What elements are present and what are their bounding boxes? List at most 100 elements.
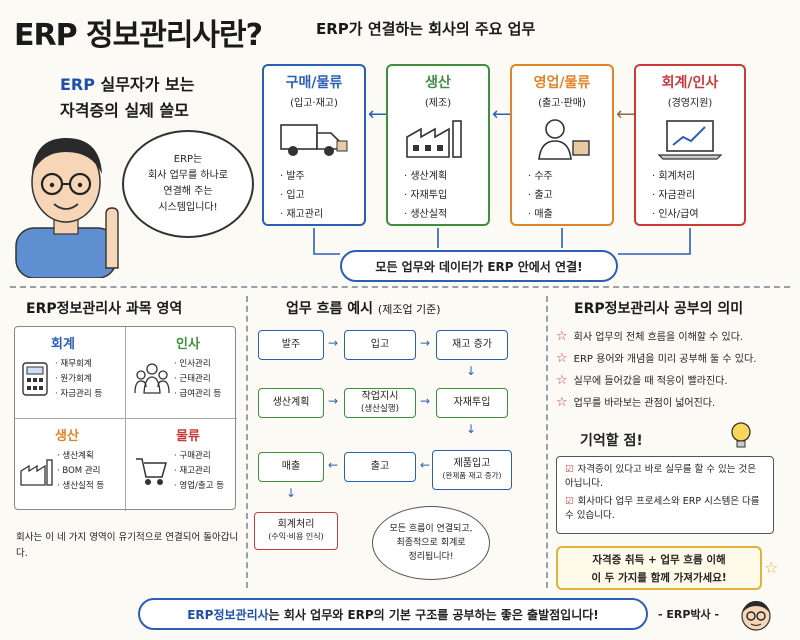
cart-icon [136,458,167,485]
memo-box: ☑자격증이 있다고 바로 실무를 할 수 있는 것은 아닙니다. ☑회사마다 업… [556,456,774,534]
subject-item: 원가회계 [55,372,102,387]
connector-lines [313,228,691,255]
dept-card-sub: (제조) [424,98,452,109]
meaning-item: ☆ 회사 업무의 전체 흐름을 이해할 수 있다. [556,330,743,345]
flow-step-label: 회계처리 [277,519,315,530]
dept-item: 입고 [280,186,364,205]
subject-item: 재고관리 [174,464,224,479]
flow-step-work-order: 작업지시 (생산실행) [344,388,416,418]
memo-title: 기억할 점! [580,433,643,449]
laptop-chart-icon [636,113,744,165]
meaning-text: 실무에 들어갔을 때 적응이 빨라진다. [573,376,728,387]
dept-item: 매출 [528,205,612,224]
arrow-right-icon: → [328,394,339,408]
dept-item: 생산계획 [404,167,488,186]
arrow-down-icon: ↓ [286,486,297,500]
subject-title: 생산 [55,429,79,444]
flow-step-label: 작업지시 [361,391,399,402]
flow-step-order: 발주 [258,330,324,360]
eye-left [49,182,55,188]
eye-right [77,182,83,188]
column-divider [546,296,548,588]
dept-item: 출고 [528,186,612,205]
flow-title-sub: (제조업 기준) [377,303,441,316]
dept-item: 자금관리 [652,186,744,205]
factory-icon [20,459,53,486]
arrow-right-icon: → [420,336,431,350]
subject-item: 근태관리 [174,372,221,387]
subject-title: 회계 [51,337,75,352]
subject-item: 생산계획 [57,449,104,464]
flow-step-sub: (생산실행) [361,404,399,414]
subject-item: 자금관리 등 [55,387,102,402]
intro-subtitle: ERP 실무자가 보는 자격증의 실제 쓸모 [60,72,230,124]
star-icon: ☆ [556,373,568,388]
dept-card-sales: 영업/물류 (출고·판매) 수주 출고 매출 [510,64,614,226]
meaning-title: ERP정보관리사 공부의 의미 [574,301,744,317]
people-icon [134,363,170,394]
subject-item: 급여관리 등 [174,387,221,402]
subject-item: 인사관리 [174,357,221,372]
flow-step-accounting: 회계처리 (수익·비용 인식) [254,512,338,550]
subject-title: 물류 [176,429,200,444]
flow-summary-cloud: 모든 흐름이 연결되고, 최종적으로 회계로 정리됩니다! [372,506,490,580]
meaning-text: ERP 용어와 개념을 미리 공부해 둘 수 있다. [573,354,757,365]
flow-step-fg-in: 제품입고 (완제품 재고 증가) [432,450,512,490]
flow-title-main: 업무 흐름 예시 [286,301,374,317]
dept-card-sub: (입고·재고) [290,98,338,109]
footer-blue: ERP정보관리사 [187,607,269,622]
shirt [15,227,117,278]
intro-line2: 자격증의 실제 쓸모 [60,101,189,120]
truck-icon [264,113,364,165]
dept-card-sub: (출고·판매) [538,98,586,109]
flow-step-sub: (수익·비용 인식) [268,532,324,541]
arrow-down-icon: ↓ [466,422,477,436]
dept-item: 재고관리 [280,205,364,224]
arrow-right-icon: → [420,394,431,408]
subject-accounting: 회계 재무회계 원가회계 자금관리 등 [15,327,126,419]
memo-item: ☑자격증이 있다고 바로 실무를 할 수 있는 것은 아닙니다. [565,463,765,491]
memo-text: 회사마다 업무 프로세스와 ERP 시스템은 다를 수 있습니다. [565,496,760,521]
arrow-right-icon: → [328,336,339,350]
footer-signature: - ERP박사 - [658,608,720,621]
dept-card-title: 회계/인사 [661,75,719,91]
cloud-line: 정리됩니다! [408,552,454,562]
bubble-line: 시스템입니다! [158,202,218,213]
checkbox-icon: ☑ [565,464,574,475]
dept-item: 자재투입 [404,186,488,205]
erp-connect-banner: 모든 업무와 데이터가 ERP 안에서 연결! [340,250,618,282]
star-icon: ☆ [556,351,568,366]
intro-erp-word: ERP [60,75,95,94]
tip-line: 자격증 취득 + 업무 흐름 이해 [592,554,726,566]
bubble-line: ERP는 [173,154,203,165]
connector-line [618,228,691,255]
cloud-line: 최종적으로 회계로 [396,538,466,548]
dept-item: 수주 [528,167,612,186]
meaning-text: 회사 업무의 전체 흐름을 이해할 수 있다. [573,332,744,343]
flow-step-sales: 매출 [258,452,324,482]
person-illustration [15,138,119,278]
section-divider [10,286,790,288]
intro-line1: 실무자가 보는 [94,75,195,94]
page-title: ERP 정보관리사란? [14,18,263,53]
star-icon: ☆ [556,329,568,344]
flow-step-stock-up: 재고 증가 [436,330,508,360]
bubble-line: 연결해 주는 [163,186,213,197]
subjects-grid: 회계 재무회계 원가회계 자금관리 등 인사 인사관리 근태관리 급여관리 등 … [14,326,237,511]
checkbox-icon: ☑ [565,496,574,507]
arrow-down-icon: ↓ [466,364,477,378]
salesperson-icon [512,113,612,165]
flow-step-ship: 출고 [344,452,416,482]
factory-icon [388,113,488,165]
subject-item: BOM 관리 [57,464,104,479]
calculator-icon [22,362,48,396]
smile [53,203,79,210]
meaning-item: ☆ ERP 용어와 개념을 미리 공부해 둘 수 있다. [556,352,756,367]
dept-card-title: 영업/물류 [533,75,591,91]
arrow-left-icon: ← [420,458,431,472]
subject-logistics: 물류 구매관리 재고관리 영업/출고 등 [126,419,237,511]
tip-line: 이 두 가지를 함께 가져가세요! [591,572,727,584]
speech-bubble: ERP는 회사 업무를 하나로 연결해 주는 시스템입니다! [122,130,254,238]
subjects-title: ERP정보관리사 과목 영역 [26,301,183,317]
